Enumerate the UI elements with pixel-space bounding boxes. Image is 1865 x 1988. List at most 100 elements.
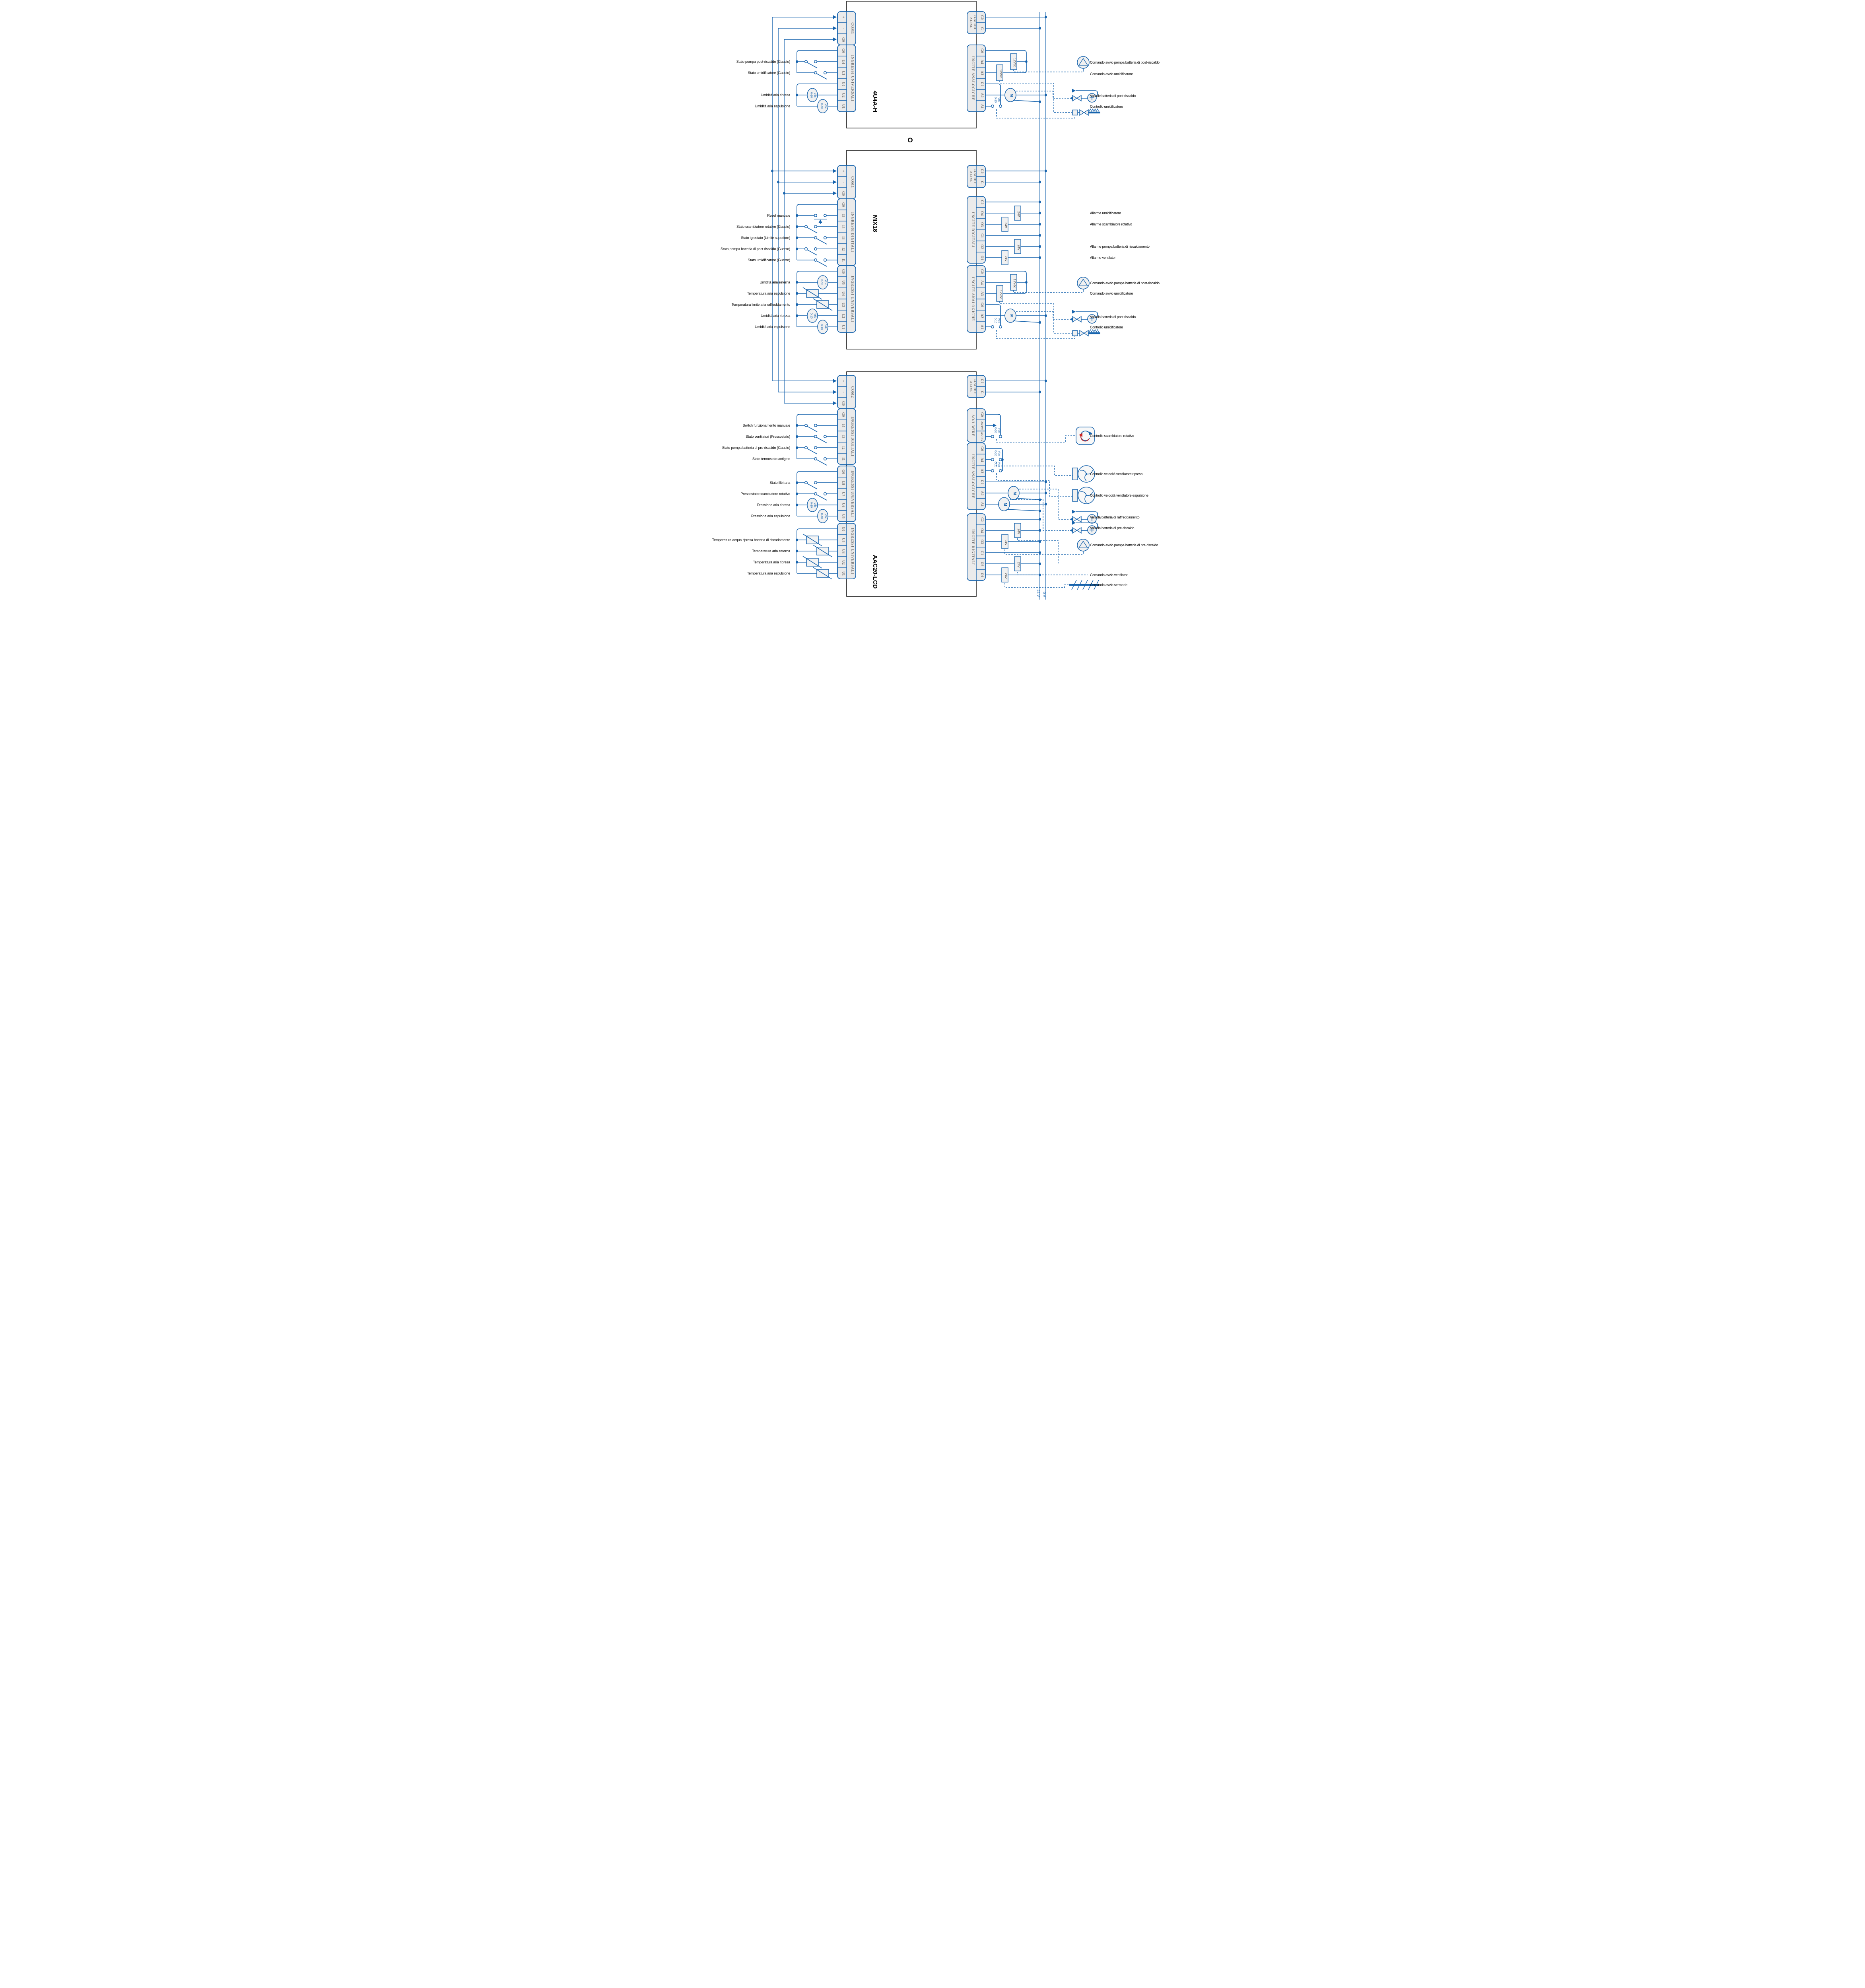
junction-dot	[1038, 509, 1041, 513]
contact-circle	[999, 325, 1002, 329]
sensor-0-10-icon	[817, 320, 828, 334]
terminal-label: U1	[841, 104, 845, 109]
contact-blade	[806, 426, 817, 432]
junction-dot	[1044, 480, 1047, 483]
damper-slat	[1093, 580, 1099, 590]
or-connector-label: O	[907, 136, 913, 144]
terminal-label: A2	[980, 314, 984, 318]
strip-group-label: INGRESSI UNIVERSALI	[851, 276, 855, 322]
humidifier-box	[1072, 330, 1078, 336]
strip-group-label: INGRESSI UNIVERSALI	[851, 55, 855, 102]
terminal-label: O3	[980, 540, 984, 544]
sensor-0-10-icon	[806, 309, 818, 323]
control-dashed-wire	[999, 81, 1072, 113]
control-dashed-wire	[999, 301, 1072, 334]
output-label: Comando avvio umidificatore	[1090, 291, 1133, 295]
sensor-range-label: Vdc	[824, 324, 827, 330]
terminal-label: G0	[980, 480, 984, 485]
input-label: Stato termostato antigelo	[752, 457, 790, 461]
g0-bracket	[796, 204, 837, 260]
terminal-label: O2	[980, 245, 984, 249]
junction-dot	[1038, 27, 1041, 30]
g0-bracket	[796, 271, 837, 327]
control-dashed-wire	[996, 462, 1072, 476]
box-24v	[1014, 206, 1021, 221]
output-label: Controllo umidificatore	[1090, 105, 1123, 109]
strip-group-label: COM2	[851, 386, 855, 398]
junction-dot	[1038, 245, 1041, 248]
terminal-label: U3	[841, 71, 845, 75]
contact-circle	[823, 258, 827, 262]
damper-slat	[1071, 580, 1077, 590]
control-dashed-wire	[1019, 489, 1069, 520]
terminal-label: O4	[980, 211, 984, 216]
terminal-label: U3	[841, 303, 845, 307]
controller-block	[846, 150, 977, 349]
voltage-box-label: 24V	[1017, 211, 1020, 217]
voltage-box-label: 12Vdc	[999, 290, 1002, 299]
input-label: Umidità aria espulsione	[755, 325, 790, 329]
terminal-label: A1	[980, 104, 984, 109]
input-label: Stato pompa batteria di post-riscaldo (G…	[721, 247, 790, 251]
fan-hub	[1085, 495, 1087, 496]
terminal-label: O1	[980, 256, 984, 260]
block-title: AAC20-LCD	[872, 555, 878, 588]
junction-dot	[1038, 529, 1041, 532]
control-dashed-wire	[996, 435, 1075, 443]
thermistor-slash	[813, 545, 832, 557]
output-label: Comando avvio pompa batteria di pre-risc…	[1090, 543, 1158, 547]
terminal-label: U4	[841, 291, 845, 296]
g0-signal-arc	[985, 83, 1001, 105]
steam-zigzag	[1088, 108, 1099, 112]
strip-group-label: USCITE DIGITALI	[971, 212, 975, 248]
sensor-range-label: Vdc	[814, 93, 816, 98]
arrow-icon	[833, 180, 837, 184]
g0-signal-arc	[985, 448, 1003, 471]
junction-dot	[1044, 379, 1047, 382]
junction-dot	[1044, 503, 1047, 506]
arrow-icon	[1069, 317, 1073, 321]
arrow-icon	[1072, 310, 1076, 314]
terminal-label: C2	[980, 517, 984, 522]
motor-stub	[1006, 509, 1040, 511]
terminal-label: A3	[980, 291, 984, 296]
rotary-arrowhead-red	[1078, 433, 1082, 437]
strip-group-label: USCITE DIGITALI	[971, 529, 975, 565]
valve-body	[1076, 527, 1082, 534]
terminal-label: G	[980, 27, 984, 30]
control-dashed-wire	[996, 330, 1075, 339]
junction-dot	[777, 181, 779, 184]
strip-group-label: USCITE ANALOGICHE	[971, 277, 975, 321]
junction-dot	[1038, 200, 1041, 204]
contact-circle	[814, 481, 817, 485]
motor-label: M	[1003, 503, 1007, 506]
contact-circle	[999, 469, 1002, 473]
sensor-range-label: Vdc	[824, 280, 827, 285]
voltage-box-label: 12Vdc	[1013, 279, 1016, 288]
terminal-label: G	[980, 391, 984, 394]
terminal-label: C1	[980, 551, 984, 555]
junction-dot	[1025, 281, 1028, 284]
thermistor-slash	[813, 298, 832, 311]
signal-range-label: Vdc	[997, 451, 1000, 456]
terminal-label: U8	[841, 481, 845, 485]
input-label: Stato pompa post-riscaldo (Guasto)	[736, 60, 790, 64]
contact-circle	[814, 60, 817, 64]
strip-group-label: INGRESSI DIGITALI	[851, 212, 855, 252]
junction-dot	[1038, 321, 1041, 324]
terminal-label: U2	[841, 314, 845, 318]
junction-dot	[1025, 60, 1028, 63]
terminal-label: A4	[980, 458, 984, 462]
rotary-arrowhead-blue	[1088, 431, 1092, 435]
bus-24v-label: 24 V	[1036, 590, 1040, 597]
terminal-label: I4	[841, 225, 845, 229]
motor-stub	[1012, 100, 1040, 102]
fan-hub	[1085, 473, 1087, 475]
contact-blade	[806, 249, 817, 256]
g0-bracket	[796, 528, 837, 573]
valve-feed	[1075, 90, 1098, 95]
arrow-icon	[1072, 510, 1076, 514]
terminal-label: A1	[980, 325, 984, 329]
arrow-icon	[993, 423, 997, 427]
